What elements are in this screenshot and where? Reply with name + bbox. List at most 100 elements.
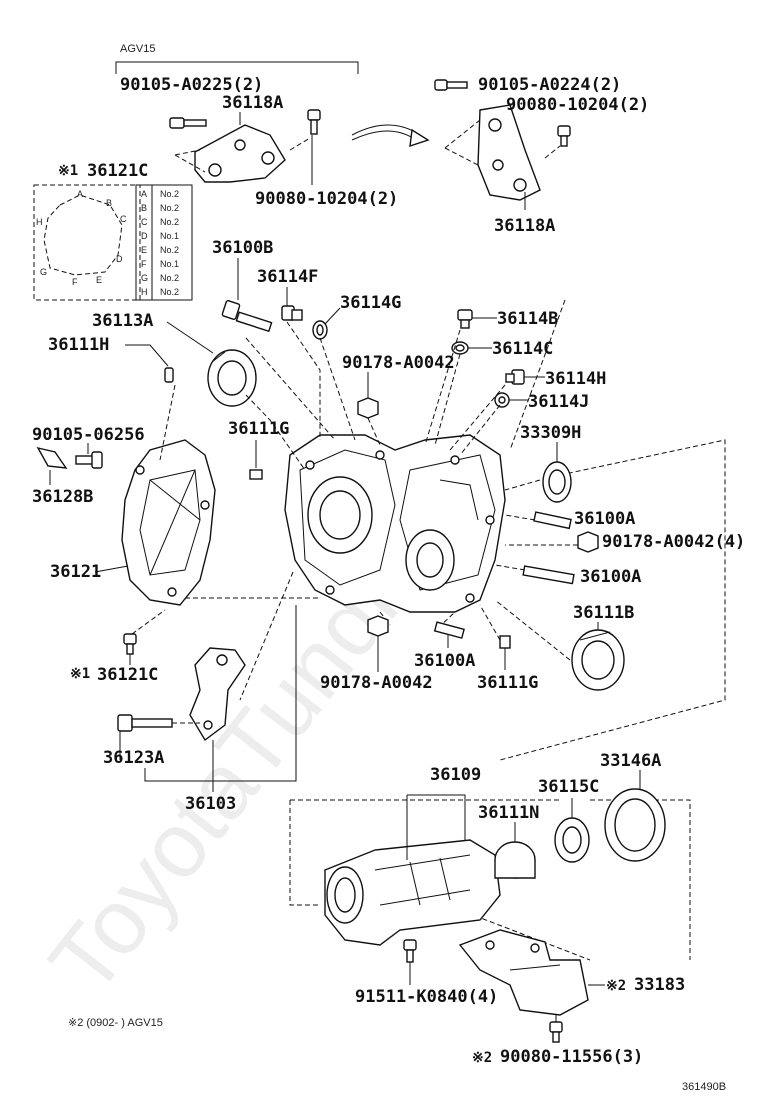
bolt-pos-h: H [141, 287, 148, 297]
gasket-36114j[interactable] [494, 392, 510, 408]
seal-36113a[interactable] [207, 349, 257, 407]
svg-text:F: F [72, 277, 78, 287]
svg-text:D: D [116, 254, 123, 264]
label-90178-a0042-top: 90178-A0042 [342, 353, 455, 373]
stud-36100a-1[interactable] [533, 511, 572, 530]
breather-36111h[interactable] [164, 367, 174, 383]
plug-36114h[interactable] [505, 369, 525, 385]
bolt-position-inset: A B C D E F G H [33, 184, 193, 301]
nut-90178-a0042-4[interactable] [577, 531, 599, 553]
label-36111b: 36111B [573, 603, 634, 623]
bolt-val-d: No.1 [160, 231, 179, 241]
mark1-top: ※1 [58, 163, 78, 179]
bolt-90080-10204-left[interactable] [307, 109, 321, 135]
label-36100a-2: 36100A [580, 567, 641, 587]
mark2-90080-11556: ※2 [472, 1050, 492, 1066]
bolt-90105-a0224[interactable] [434, 79, 468, 91]
label-90080-11556: 90080-11556(3) [500, 1047, 643, 1067]
label-90080-10204-left: 90080-10204(2) [255, 189, 398, 209]
bushing-36111n[interactable] [494, 841, 536, 879]
label-36109: 36109 [430, 765, 481, 785]
label-36121c-top: 36121C [87, 161, 148, 181]
plug-36114f[interactable] [281, 305, 303, 321]
label-36118a-right: 36118A [494, 216, 555, 236]
bolt-91511-k0840[interactable] [403, 939, 417, 963]
bolt-90080-10204-right[interactable] [557, 125, 571, 147]
bolt-val-h: No.2 [160, 287, 179, 297]
label-36100b: 36100B [212, 238, 273, 258]
bracket-36128b[interactable] [36, 446, 68, 469]
bracket-36103[interactable] [189, 647, 246, 742]
label-90178-a0042-bottom: 90178-A0042 [320, 673, 433, 693]
svg-text:H: H [36, 217, 43, 227]
label-36103: 36103 [185, 794, 236, 814]
nut-90178-a0042-top[interactable] [357, 397, 379, 419]
label-90105-a0224: 90105-A0224(2) [478, 75, 621, 95]
bolt-pos-g: G [141, 273, 148, 283]
label-90105-06256: 90105-06256 [32, 425, 145, 445]
bolt-val-g: No.2 [160, 273, 179, 283]
label-33183: 33183 [634, 975, 685, 995]
bolt-val-b: No.2 [160, 203, 179, 213]
label-36123a: 36123A [103, 748, 164, 768]
label-36111n: 36111N [478, 803, 539, 823]
bolt-val-a: No.2 [160, 189, 179, 199]
bolt-36123a[interactable] [117, 714, 173, 732]
label-36121c-bottom: 36121C [97, 665, 158, 685]
svg-text:C: C [120, 214, 127, 224]
dowel-36111g-top[interactable] [249, 469, 263, 480]
label-36100a-1: 36100A [574, 509, 635, 529]
bolt-pos-d: D [141, 231, 148, 241]
label-33309h: 33309H [520, 423, 581, 443]
label-36111h: 36111H [48, 335, 109, 355]
svg-text:A: A [77, 189, 83, 199]
cover-36121[interactable] [121, 439, 216, 606]
mount-33183[interactable] [458, 929, 589, 1016]
bolt-90105-a0225[interactable] [169, 117, 207, 129]
label-91511-k0840: 91511-K0840(4) [355, 987, 498, 1007]
label-36114f: 36114F [257, 267, 318, 287]
diagram-code: 361490B [682, 1081, 726, 1093]
seal-36115c[interactable] [554, 817, 590, 863]
dust-cover-33146a[interactable] [604, 788, 666, 862]
label-33146a: 33146A [600, 751, 661, 771]
stud-36100a-3[interactable] [433, 621, 465, 639]
bracket-36118a-left[interactable] [194, 124, 286, 183]
seal-33309h[interactable] [542, 461, 572, 503]
label-36114j: 36114J [528, 392, 589, 412]
label-36114h: 36114H [545, 369, 606, 389]
label-36111g-bottom: 36111G [477, 673, 538, 693]
label-36114b: 36114B [497, 309, 558, 329]
dowel-36111g-bottom[interactable] [499, 635, 511, 649]
footnote-agv15: ※2 (0902- ) AGV15 [68, 1017, 163, 1029]
label-90178-a0042-4: 90178-A0042(4) [602, 532, 745, 552]
seal-36111b[interactable] [571, 629, 625, 691]
bolt-pos-a: A [141, 189, 147, 199]
mark2-33183: ※2 [606, 978, 626, 994]
label-36111g-top: 36111G [228, 419, 289, 439]
transfer-case-housing[interactable] [284, 434, 506, 613]
bolt-36100b[interactable] [221, 300, 273, 333]
label-90080-10204-right: 90080-10204(2) [506, 95, 649, 115]
label-36115c: 36115C [538, 777, 599, 797]
bolt-pos-b: B [141, 203, 147, 213]
svg-text:E: E [96, 275, 102, 285]
bolt-position-table: A No.2 B No.2 C No.2 D No.1 E No.2 F No.… [141, 189, 179, 297]
plug-36114b[interactable] [457, 309, 473, 329]
mark1-bottom: ※1 [70, 666, 90, 682]
bracket-36118a-right[interactable] [477, 104, 541, 201]
bolt-36121c[interactable] [123, 633, 137, 655]
bolt-val-e: No.2 [160, 245, 179, 255]
bolt-90080-11556[interactable] [549, 1021, 563, 1043]
nut-90178-a0042-bottom[interactable] [367, 615, 389, 637]
extension-housing-36109[interactable] [324, 839, 501, 946]
bolt-val-c: No.2 [160, 217, 179, 227]
bolt-90105-06256[interactable] [75, 451, 103, 469]
stud-36100a-2[interactable] [522, 565, 575, 585]
label-36118a-left: 36118A [222, 93, 283, 113]
bolt-pos-f: F [141, 259, 147, 269]
label-36128b: 36128B [32, 487, 93, 507]
svg-text:G: G [40, 267, 47, 277]
transition-arrow-icon [351, 124, 430, 148]
